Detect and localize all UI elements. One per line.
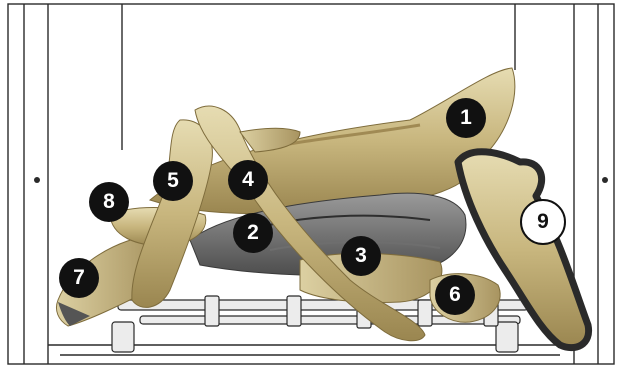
callout-5: 5: [153, 161, 193, 201]
callout-3: 3: [341, 236, 381, 276]
callout-9: 9: [520, 199, 566, 245]
callout-2: 2: [233, 213, 273, 253]
callout-1: 1: [446, 98, 486, 138]
callout-8: 8: [89, 182, 129, 222]
callout-6: 6: [435, 275, 475, 315]
frame-screw-left: [34, 177, 40, 183]
callout-4: 4: [228, 160, 268, 200]
frame-screw-right: [602, 177, 608, 183]
callout-7: 7: [59, 258, 99, 298]
